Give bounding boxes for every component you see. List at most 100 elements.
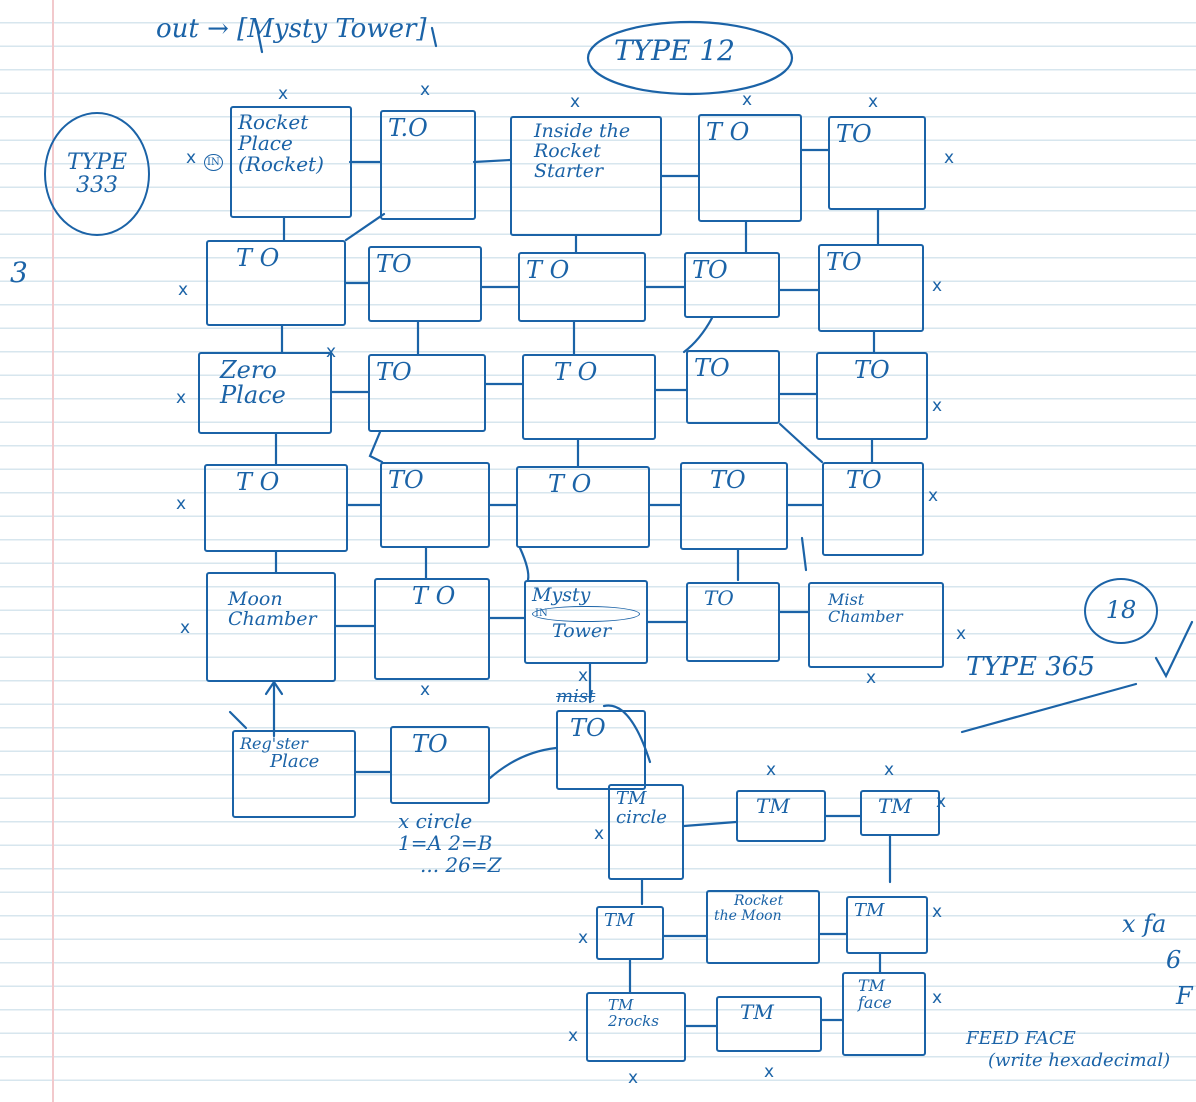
room-label: TO bbox=[836, 120, 872, 148]
room-label: TO bbox=[570, 714, 606, 742]
room-r6c1: Reg'ster Place bbox=[232, 730, 356, 818]
tm-room-7: TM 2rocks bbox=[586, 992, 686, 1062]
tm-room-3: TM bbox=[860, 790, 940, 836]
room-label: TM bbox=[604, 910, 635, 931]
room-label: TO bbox=[694, 354, 730, 382]
tm-room-4: TM bbox=[596, 906, 664, 960]
header-note: out → [Mysty Tower] bbox=[156, 14, 427, 44]
room-label: TM bbox=[616, 788, 647, 809]
badge-right-text: 18 bbox=[1105, 596, 1137, 625]
room-label: Chamber bbox=[228, 607, 317, 630]
room-label: Starter bbox=[534, 159, 604, 182]
room-label: TO bbox=[710, 466, 746, 494]
room-label: TO bbox=[376, 250, 412, 278]
x-mark: x bbox=[180, 618, 191, 638]
room-label: T O bbox=[412, 582, 456, 610]
room-label: Tower bbox=[552, 620, 612, 643]
strikethrough-word: mist bbox=[556, 686, 596, 707]
x-mark: x bbox=[932, 396, 943, 416]
room-label: TM bbox=[854, 900, 885, 921]
in-marker: IN bbox=[532, 605, 640, 623]
edge-note: x fa 6 F bbox=[1122, 906, 1193, 1014]
room-label: TM bbox=[858, 976, 886, 995]
connector bbox=[518, 546, 530, 582]
x-mark: x bbox=[594, 824, 605, 844]
x-mark: x bbox=[326, 342, 337, 362]
room-label: TO bbox=[692, 256, 728, 284]
room-r1c5: TO bbox=[828, 116, 926, 210]
circle-note: x circle 1=A 2=B ... 26=Z bbox=[398, 810, 502, 876]
room-label: Rocket bbox=[534, 139, 601, 162]
room-r2c2: TO bbox=[368, 246, 482, 322]
x-mark: x bbox=[278, 84, 289, 104]
connector bbox=[344, 212, 386, 242]
connector bbox=[472, 158, 512, 164]
room-label: TM bbox=[740, 1000, 774, 1024]
room-label: Inside the bbox=[534, 120, 631, 142]
x-mark: x bbox=[928, 486, 939, 506]
room-r3c5: TO bbox=[816, 352, 928, 440]
room-r3c1: Zero Place bbox=[198, 352, 332, 434]
room-r1c1: Rocket Place (Rocket) bbox=[230, 106, 352, 218]
x-mark: x bbox=[764, 1062, 775, 1082]
room-label: TM bbox=[608, 996, 634, 1014]
room-label: 2rocks bbox=[608, 1011, 659, 1030]
feed-note-line: FEED FACE bbox=[966, 1028, 1076, 1049]
room-r2c1: T O bbox=[206, 240, 346, 326]
room-r4c5: TO bbox=[822, 462, 924, 556]
connector bbox=[488, 746, 558, 780]
x-mark: x bbox=[578, 666, 589, 686]
room-label: TO bbox=[704, 586, 734, 610]
room-label: T O bbox=[236, 244, 280, 272]
x-mark: x bbox=[866, 668, 877, 688]
tm-room-9: TM face bbox=[842, 972, 926, 1056]
in-marker-rocket: IN bbox=[204, 152, 223, 171]
room-label: the Moon bbox=[714, 907, 782, 924]
edge-note-line: 6 bbox=[1166, 946, 1182, 974]
room-label: face bbox=[858, 992, 892, 1012]
x-mark: x bbox=[420, 680, 431, 700]
room-r4c4: TO bbox=[680, 462, 788, 550]
room-label: T O bbox=[236, 468, 280, 496]
x-mark: x bbox=[936, 792, 947, 812]
room-r3c2: TO bbox=[368, 354, 486, 432]
room-r1c2: T.O bbox=[380, 110, 476, 220]
room-r4c1: T O bbox=[204, 464, 348, 552]
tm-room-5: Rocket the Moon bbox=[706, 890, 820, 964]
room-label: T.O bbox=[388, 114, 428, 142]
x-mark: x bbox=[178, 280, 189, 300]
room-label: TM bbox=[756, 794, 790, 818]
badge-left-line1: TYPE bbox=[66, 149, 128, 175]
x-mark: x bbox=[932, 988, 943, 1008]
connector bbox=[778, 422, 824, 464]
room-label: Rocket bbox=[238, 110, 309, 134]
room-r5c3: Mysty IN Tower bbox=[524, 580, 648, 664]
connector bbox=[682, 820, 738, 828]
x-mark: x bbox=[628, 1068, 639, 1088]
room-label: T O bbox=[526, 256, 570, 284]
room-label-text: Mysty bbox=[532, 584, 591, 606]
circle-note-line: 1=A 2=B bbox=[398, 831, 493, 855]
x-mark: x bbox=[932, 902, 943, 922]
x-mark: x bbox=[570, 92, 581, 112]
room-label: circle bbox=[616, 806, 667, 828]
room-label: Place bbox=[238, 131, 293, 155]
x-mark: x bbox=[766, 760, 777, 780]
room-r4c2: TO bbox=[380, 462, 490, 548]
edge-note-line: x fa bbox=[1122, 910, 1167, 938]
room-label: Rocket bbox=[734, 893, 784, 909]
room-r5c1: Moon Chamber bbox=[206, 572, 336, 682]
edge-note-line: F bbox=[1176, 982, 1193, 1010]
room-label: Reg'ster bbox=[240, 734, 308, 753]
tm-room-2: TM bbox=[736, 790, 826, 842]
connector bbox=[800, 536, 808, 572]
x-mark: x bbox=[932, 276, 943, 296]
type-badge-right: 18 bbox=[1084, 578, 1158, 644]
room-label: Moon bbox=[228, 588, 283, 610]
room-label: TO bbox=[846, 466, 882, 494]
in-marker-text: IN bbox=[204, 154, 223, 171]
x-mark: x bbox=[956, 624, 967, 644]
circle-note-line: x circle bbox=[398, 809, 473, 833]
side-mark: 3 bbox=[10, 256, 28, 289]
